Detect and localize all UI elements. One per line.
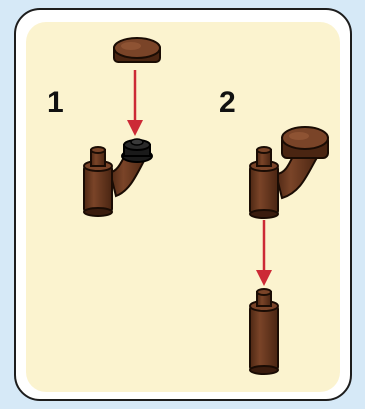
curved-pipe-piece-icon: [83, 138, 153, 217]
round-brick-icon: [249, 288, 279, 375]
instruction-area: [26, 22, 340, 392]
arrow-down-icon: [256, 220, 272, 286]
arrow-down-icon: [127, 70, 143, 136]
curved-pipe-piece-icon: [249, 126, 329, 219]
step-number-1: 1: [47, 86, 64, 119]
round-tile-icon: [113, 37, 161, 63]
step-number-2: 2: [219, 86, 236, 119]
